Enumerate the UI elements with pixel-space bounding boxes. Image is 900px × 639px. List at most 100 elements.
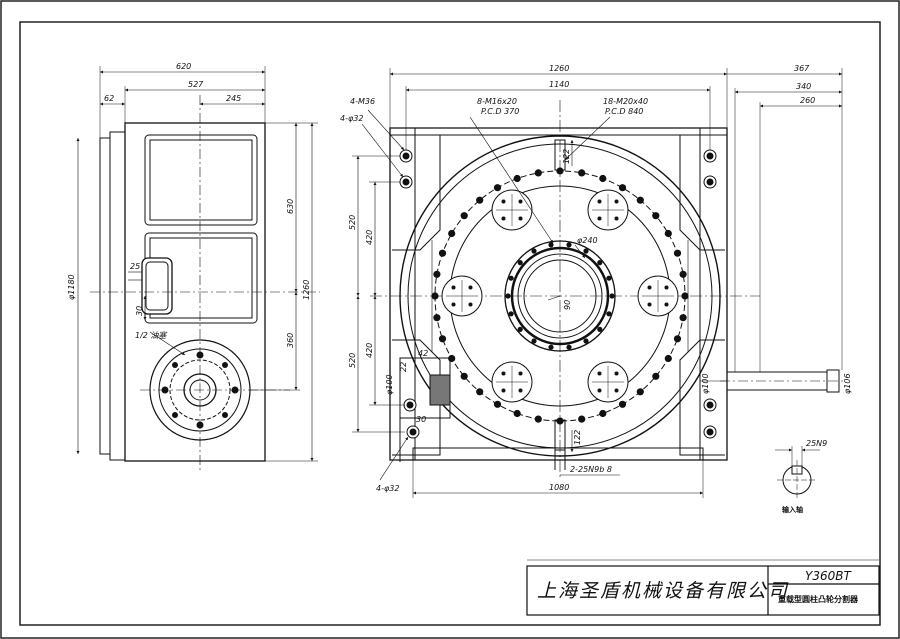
outer-bolt-circle [431, 167, 689, 425]
pocket-bolt-hole [647, 285, 652, 290]
outer-bolt-hole [664, 354, 672, 363]
oil-plug-label: 1/2 油塞 [135, 331, 167, 340]
outer-bolt-hole [556, 167, 564, 175]
inner-bolt-hole [508, 275, 514, 281]
dim-42: 42 [418, 349, 428, 358]
outer-bolt-hole [599, 409, 607, 418]
dim-420-top: 420 [365, 230, 374, 245]
dim-527: 527 [188, 80, 204, 89]
side-view [76, 66, 320, 470]
pocket-bolt-hole [451, 302, 456, 307]
dim-90: 90 [563, 300, 572, 310]
front-dimension-lines [352, 68, 843, 498]
label-4-m36: 4-M36 [350, 97, 375, 106]
outer-bolt-hole [513, 174, 521, 183]
pocket-bolt-hole [518, 371, 523, 376]
side-flange-bolt-holes [161, 351, 239, 429]
inner-bolt-hole [606, 275, 612, 281]
inner-bolt-hole [583, 248, 589, 254]
outer-bolt-hole [556, 417, 564, 425]
dim-1260-front: 1260 [549, 64, 569, 73]
pocket-bolt-hole [501, 371, 506, 376]
pocket-bolt-hole [597, 216, 602, 221]
title-block [526, 559, 880, 616]
dim-620: 620 [176, 62, 191, 71]
pocket-bolt-hole [468, 285, 473, 290]
pocket-bolt-hole [647, 302, 652, 307]
label-4-phi32-bottom: 4-φ32 [376, 484, 399, 493]
dim-22: 22 [399, 362, 408, 372]
label-4-phi32-top: 4-φ32 [340, 114, 363, 123]
inner-bolt-hole [609, 293, 615, 299]
dim-122-top: 122 [562, 149, 571, 164]
dim-360: 360 [286, 333, 295, 348]
inner-bolt-hole [566, 242, 572, 248]
outer-bolt-hole [476, 196, 484, 204]
inner-bolt-circle [505, 242, 615, 350]
pocket-bolt-hole [501, 199, 506, 204]
outer-bolt-hole [493, 400, 502, 408]
pocket-bolt-hole [664, 285, 669, 290]
label-input-shaft: 输入轴 [782, 505, 803, 514]
inner-bolt-hole [531, 248, 537, 254]
inner-bolt-hole [597, 326, 603, 332]
outer-bolt-hole [681, 292, 689, 300]
front-mount-holes [399, 149, 717, 439]
label-pcd-840: P.C.D 840 [605, 107, 643, 116]
outer-bolt-hole [476, 388, 484, 396]
model-number: Y360BT [805, 569, 852, 583]
outer-bolt-hole [493, 184, 502, 192]
dim-30: 30 [135, 306, 144, 316]
outer-bolt-hole [618, 184, 627, 192]
dim-1260: 1260 [302, 280, 311, 300]
outer-bolt-hole [652, 212, 660, 220]
pocket-bolt-hole [518, 388, 523, 393]
pocket-bolt-hole [518, 216, 523, 221]
keyway-detail [775, 446, 820, 500]
outer-bolt-hole [652, 372, 660, 380]
inner-bolt-hole [548, 344, 554, 350]
outer-bolt-hole [534, 415, 542, 423]
outer-bolt-hole [513, 409, 521, 418]
inner-bolt-hole [531, 338, 537, 344]
pocket-bolt-holes [451, 199, 669, 393]
outer-bolt-hole [679, 270, 687, 278]
pocket-bolt-hole [597, 371, 602, 376]
label-8-m16: 8-M16x20 [477, 97, 517, 106]
label-pcd-370: P.C.D 370 [481, 107, 519, 116]
pocket-bolt-hole [664, 302, 669, 307]
outer-bolt-hole [578, 415, 586, 423]
outer-bolt-hole [433, 314, 441, 322]
label-18-m20: 18-M20x40 [603, 97, 648, 106]
company-name: 上海圣盾机械设备有限公司 [537, 580, 789, 602]
dim-367: 367 [794, 64, 810, 73]
inner-bolt-hole [566, 344, 572, 350]
outer-bolt-hole [636, 388, 644, 396]
inner-bolt-hole [508, 311, 514, 317]
dim-62: 62 [104, 94, 114, 103]
pocket-bolt-hole [501, 388, 506, 393]
dim-260: 260 [800, 96, 815, 105]
outer-bolt-hole [460, 212, 468, 220]
inner-bolt-hole [606, 311, 612, 317]
inner-bolt-hole [517, 326, 523, 332]
outer-bolt-hole [448, 229, 456, 238]
outer-bolt-hole [534, 169, 542, 177]
outer-bolt-hole [599, 174, 607, 183]
outer-bolt-hole [679, 314, 687, 322]
label-25n9: 25N9 [806, 439, 827, 448]
dim-dia-1180: φ1180 [67, 274, 76, 300]
table-pockets [441, 189, 679, 403]
outer-bolt-hole [673, 249, 682, 257]
dim-phi106-shaft: φ106 [843, 373, 852, 394]
label-phi240: φ240 [577, 236, 598, 245]
pocket-bolt-hole [597, 388, 602, 393]
outer-bolt-hole [636, 196, 644, 204]
pocket-bolt-hole [614, 216, 619, 221]
outer-bolt-hole [438, 335, 447, 343]
outer-bolt-hole [578, 169, 586, 177]
outer-bolt-hole [460, 372, 468, 380]
pocket-bolt-hole [614, 371, 619, 376]
outer-bolt-hole [664, 229, 672, 238]
